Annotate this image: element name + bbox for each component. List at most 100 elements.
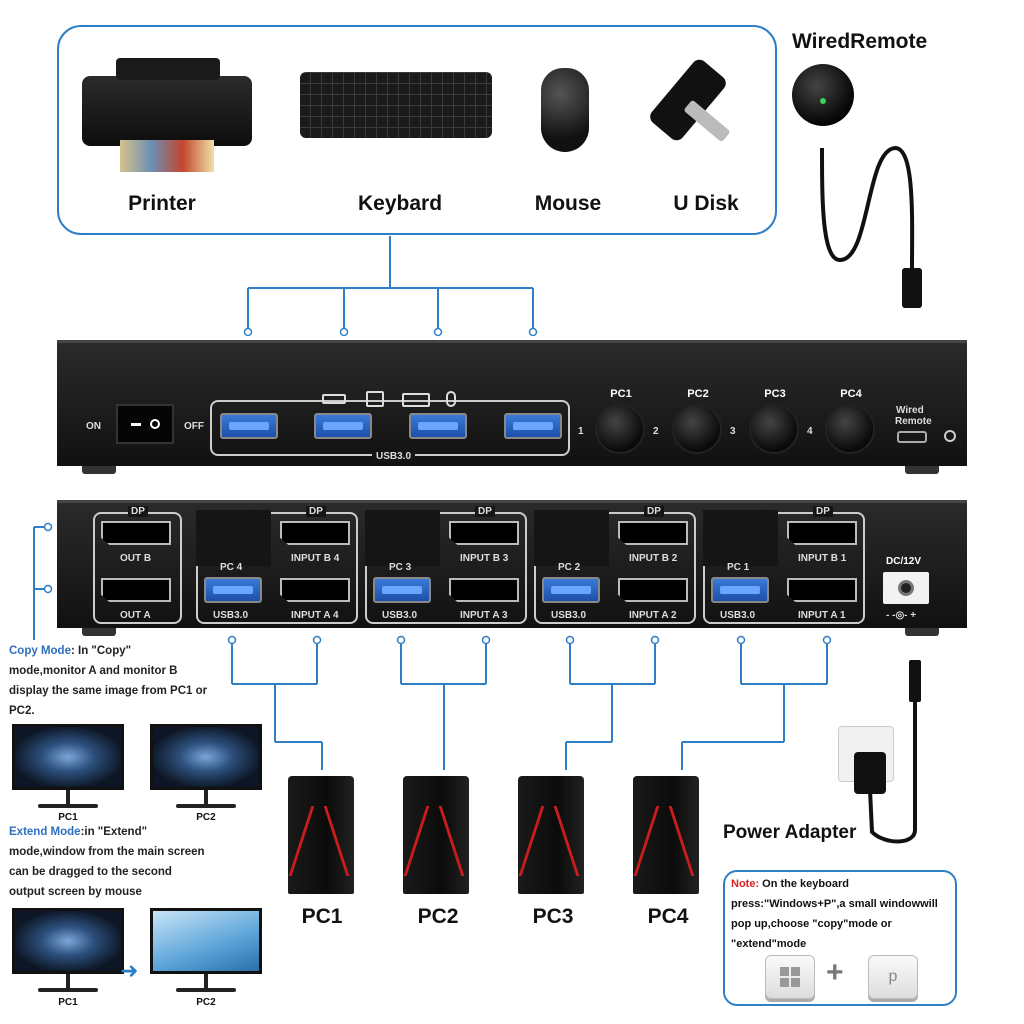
dc-jack-icon — [898, 580, 914, 596]
frame-notch — [534, 510, 609, 566]
out-dp-label: DP — [128, 506, 148, 517]
pc3-select-button[interactable] — [749, 404, 799, 454]
pc1-usb-port[interactable] — [711, 577, 769, 603]
input-b2-port[interactable] — [618, 521, 688, 545]
monitor-base — [176, 804, 236, 808]
wired-remote-icon — [792, 64, 854, 126]
mouse-label: Mouse — [534, 192, 602, 215]
input-b1-port[interactable] — [787, 521, 857, 545]
copy-monitor-b-label: PC2 — [196, 812, 216, 823]
pc2-usb-port[interactable] — [542, 577, 600, 603]
copy-mode-key: Copy Mode — [9, 645, 71, 657]
pc3-tower — [518, 776, 584, 894]
input-a3-port[interactable] — [449, 578, 519, 602]
out-a-label: OUT A — [120, 610, 151, 621]
pc1-usb-label: USB3.0 — [720, 610, 756, 621]
input-group-4 — [196, 512, 358, 624]
pc3-dp-label: DP — [475, 506, 495, 517]
pc2-group-label: PC 2 — [558, 562, 581, 573]
remote-port[interactable] — [897, 431, 927, 443]
input-b3-label: INPUT B 3 — [460, 553, 509, 564]
pc2-select-button[interactable] — [672, 404, 722, 454]
polarity-icon: - -◎- + — [886, 610, 917, 621]
pc-number-1: 1 — [578, 426, 584, 437]
plus-icon: + — [826, 956, 844, 989]
input-a1-label: INPUT A 1 — [798, 610, 846, 621]
mouse-small-icon — [446, 391, 456, 407]
input-b3-port[interactable] — [449, 521, 519, 545]
dc-label: DC/12V — [886, 556, 922, 567]
pc-number-2: 2 — [653, 426, 659, 437]
input-a4-port[interactable] — [280, 578, 350, 602]
out-b-port[interactable] — [101, 521, 171, 545]
remote-title: WiredRemote — [792, 30, 928, 53]
out-a-port[interactable] — [101, 578, 171, 602]
keyboard-icon — [300, 72, 492, 138]
note-line2: press:"Windows+P",a small windowwill — [731, 898, 938, 910]
windows-key-icon — [765, 955, 815, 999]
front-usb-port-2[interactable] — [314, 413, 372, 439]
power-switch[interactable] — [116, 404, 174, 444]
off-label: OFF — [184, 421, 204, 432]
remote-led-icon — [820, 98, 826, 104]
dc-port[interactable] — [883, 572, 929, 604]
monitor-stand — [204, 974, 208, 988]
extend-monitor-a — [12, 908, 124, 974]
pc3-usb-port[interactable] — [373, 577, 431, 603]
power-adapter-label: Power Adapter — [723, 822, 857, 843]
wired-remote-port-label-2: Remote — [895, 416, 932, 427]
input-group-1 — [703, 512, 865, 624]
front-usb-port-1[interactable] — [220, 413, 278, 439]
input-b4-port[interactable] — [280, 521, 350, 545]
front-usb-port-4[interactable] — [504, 413, 562, 439]
pc4-select-button[interactable] — [825, 404, 875, 454]
extend-monitor-b-label: PC2 — [196, 997, 216, 1008]
pc2-dp-label: DP — [644, 506, 664, 517]
extend-mode-line2: mode,window from the main screen — [9, 846, 205, 858]
front-usb-port-3[interactable] — [409, 413, 467, 439]
udisk-label: U Disk — [673, 192, 739, 215]
input-a1-port[interactable] — [787, 578, 857, 602]
input-group-3 — [365, 512, 527, 624]
extend-mode-line1: :in "Extend" — [80, 826, 148, 838]
windows-logo-icon — [780, 967, 800, 987]
pc4-usb-label: USB3.0 — [213, 610, 249, 621]
pc1-tower — [288, 776, 354, 894]
input-a2-port[interactable] — [618, 578, 688, 602]
copy-mode-line3: display the same image from PC1 or — [9, 685, 208, 697]
pc4-dp-label: DP — [306, 506, 326, 517]
peripherals-box — [57, 25, 777, 235]
monitor-stand — [204, 790, 208, 804]
copy-monitor-a — [12, 724, 124, 790]
pc-number-4: 4 — [807, 426, 813, 437]
power-plug-icon — [854, 752, 886, 794]
extend-mode-text: Extend Mode:in "Extend" mode,window from… — [9, 822, 239, 902]
pc4-label: PC4 — [647, 905, 689, 928]
wired-remote-port-label: Wired — [896, 405, 924, 416]
copy-mode-line1: : In "Copy" — [70, 645, 132, 657]
extend-mode-key: Extend Mode — [9, 826, 81, 838]
pc2-label: PC2 — [417, 905, 459, 928]
pc-number-3: 3 — [730, 426, 736, 437]
switch-off-mark-icon — [149, 419, 160, 429]
input-b4-label: INPUT B 4 — [291, 553, 340, 564]
frame-notch — [703, 510, 778, 566]
keyboard-small-icon — [402, 393, 430, 407]
copy-monitor-a-label: PC1 — [58, 812, 78, 823]
pc1-select-button[interactable] — [595, 404, 645, 454]
monitor-base — [176, 988, 236, 992]
printer-label: Printer — [128, 192, 196, 215]
note-text: Note: On the keyboard press:"Windows+P",… — [731, 874, 955, 954]
mouse-icon — [541, 68, 589, 152]
kvm-front-panel — [57, 340, 967, 466]
input-group-2 — [534, 512, 696, 624]
p-key-label: p — [888, 968, 898, 985]
input-a3-label: INPUT A 3 — [460, 610, 508, 621]
pc4-group-label: PC 4 — [220, 562, 243, 573]
front-usb-label: USB3.0 — [372, 451, 416, 462]
copy-mode-line2: mode,monitor A and monitor B — [9, 665, 178, 677]
usb-stick-small-icon — [322, 394, 346, 404]
pc1-group-label: PC 1 — [727, 562, 750, 573]
pc4-usb-port[interactable] — [204, 577, 262, 603]
